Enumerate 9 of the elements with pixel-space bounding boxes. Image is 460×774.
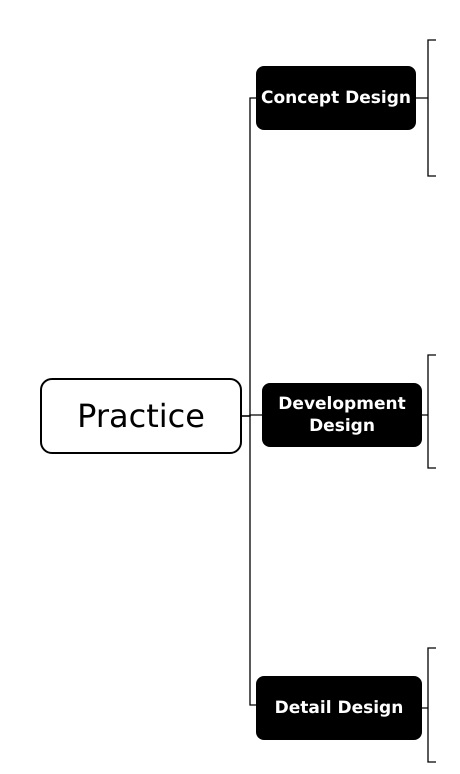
subtopic-box bbox=[262, 383, 422, 447]
node-label: Practice bbox=[77, 396, 205, 437]
topic-box bbox=[40, 378, 242, 454]
node-label: Development Design bbox=[277, 392, 407, 438]
node-label: Concept Design bbox=[261, 86, 411, 110]
node-label: Detail Design bbox=[274, 696, 404, 720]
connector-line bbox=[242, 415, 256, 706]
subtopic-box bbox=[256, 66, 416, 130]
subtopic-box bbox=[256, 676, 422, 740]
